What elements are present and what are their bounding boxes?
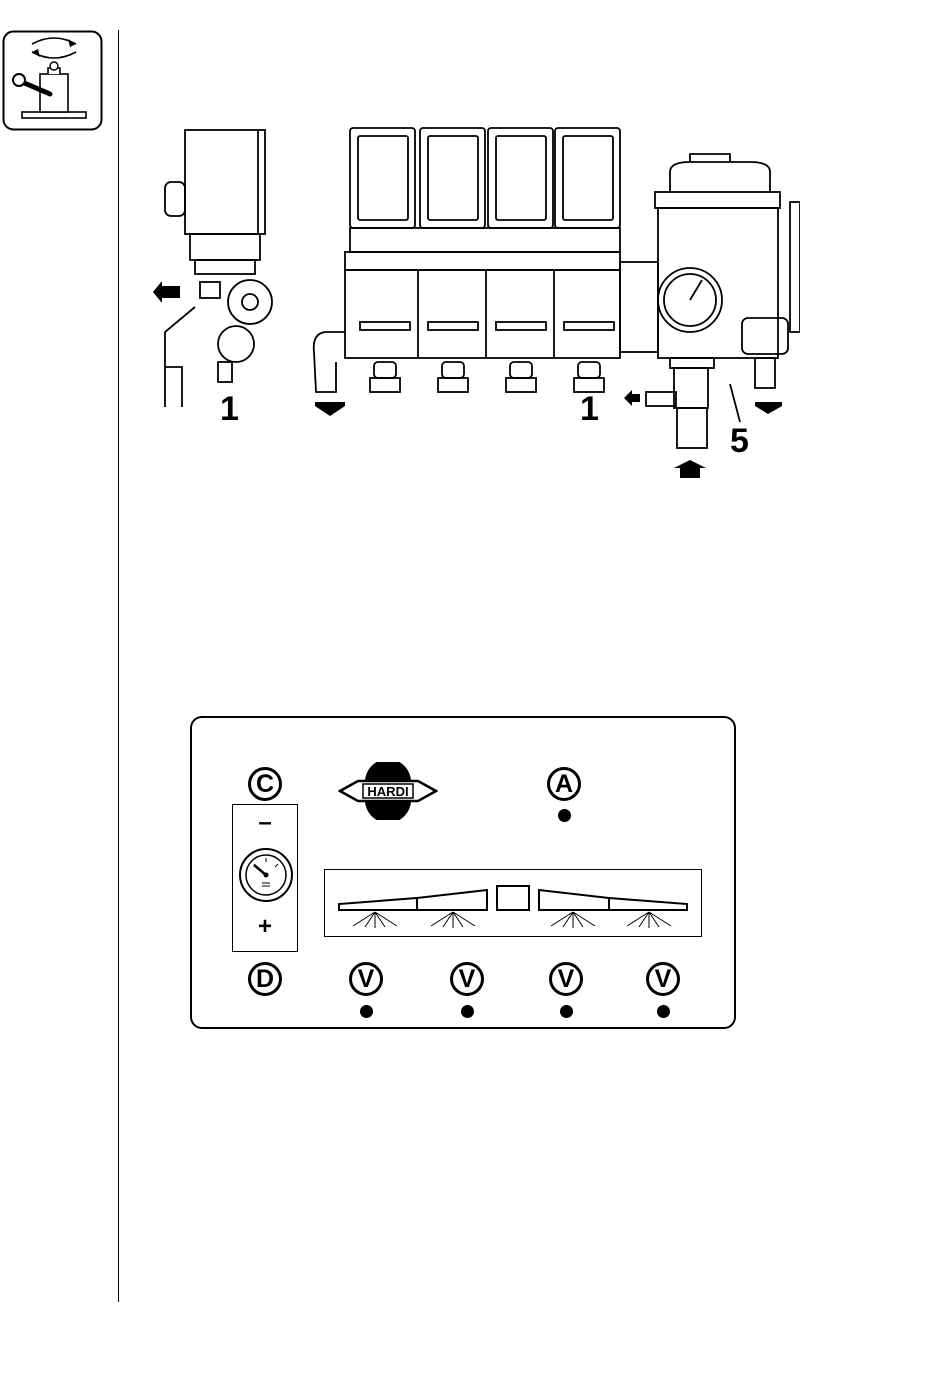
pressure-plus[interactable]: + (233, 913, 297, 941)
hardi-logo: HARDI (338, 762, 438, 820)
section-valve-3[interactable]: V (549, 962, 583, 996)
label-a: A (547, 767, 581, 801)
indicator-valve-3 (560, 1005, 573, 1018)
margin-rule (118, 30, 119, 1302)
control-unit-drawing: 1 1 5 (150, 122, 800, 492)
control-panel: C HARDI A – + D (190, 716, 736, 1029)
indicator-valve-1 (360, 1005, 373, 1018)
pressure-control[interactable]: – + (232, 804, 298, 952)
label-d: D (248, 962, 282, 996)
pressure-minus[interactable]: – (233, 809, 297, 837)
callout-regulator-handle: 5 (730, 422, 749, 460)
pressure-gauge-icon (238, 847, 294, 903)
section-valve-4[interactable]: V (646, 962, 680, 996)
section-valve-1[interactable]: V (349, 962, 383, 996)
boom-sections-icon (325, 870, 701, 936)
operator-adjustment-icon (2, 30, 103, 131)
label-c: C (248, 767, 282, 801)
indicator-valve-2 (461, 1005, 474, 1018)
indicator-a (558, 809, 571, 822)
boom-diagram (324, 869, 702, 937)
callout-valve-bank: 1 (580, 390, 599, 428)
callout-left-unit: 1 (220, 390, 239, 428)
indicator-valve-4 (657, 1005, 670, 1018)
section-valve-2[interactable]: V (450, 962, 484, 996)
logo-text: HARDI (367, 784, 408, 799)
